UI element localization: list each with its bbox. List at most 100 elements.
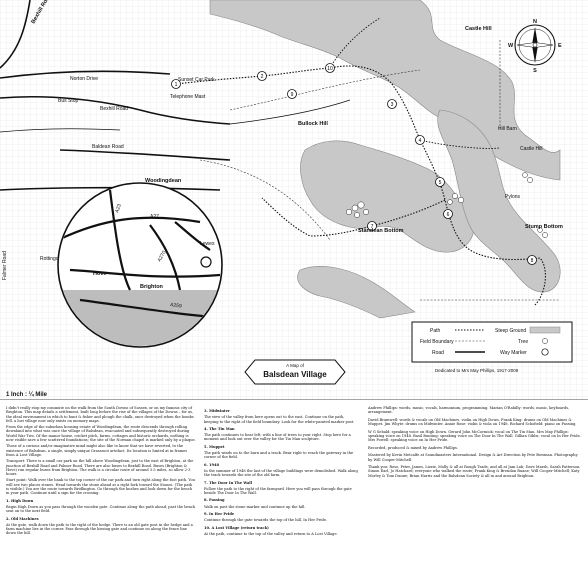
title-cartouche: A Map of Balsdean Village: [244, 359, 346, 385]
step-title: 6. 1948: [204, 462, 220, 467]
way-marker-1: 1: [171, 79, 181, 89]
step-text: The path continues to bear left, with a …: [204, 433, 351, 442]
step-title: 1. High Down: [6, 498, 34, 503]
compass-s: S: [533, 68, 537, 74]
step-text: Begin High Down as you pass through the …: [6, 504, 196, 514]
inset-label-a259: A259: [170, 302, 183, 310]
steep-ground-south: [297, 265, 416, 319]
step-text: In the summer of 1948 the last of the vi…: [204, 468, 358, 478]
compass-w: W: [508, 43, 514, 49]
place-label-rottingdean: Rottingdean: [40, 256, 67, 262]
compass-n: N: [533, 19, 537, 25]
road-label-bus-stop: Bus Stop: [58, 98, 79, 104]
credit-paragraph: W G Sebald: speaking voice on High Down.…: [368, 429, 581, 443]
credit-paragraph: Andrew Phillips: words, music, vocals, h…: [368, 406, 570, 415]
way-marker-7: 7: [367, 221, 377, 231]
step-title: 9. In Her Pride: [204, 512, 235, 517]
step-title: 7. The Door In The Wall: [204, 480, 253, 485]
intro-paragraph-4: Transport: There is a small car park on …: [6, 459, 194, 477]
place-label-bullock-hill: Bullock Hill: [298, 121, 328, 127]
place-label-standean: Standean Bottom: [358, 228, 404, 234]
way-marker-10: 10: [325, 63, 335, 73]
legend-field-label: Field Boundary: [420, 339, 454, 345]
step-title: 4. The Tin Man: [204, 426, 235, 431]
place-label-hill-barn: Hill Barn: [498, 126, 517, 132]
place-label-castle-hill-2: Castle Hill: [520, 146, 543, 152]
way-marker-4: 4: [415, 135, 425, 145]
inset-label-hove: Hove: [93, 271, 106, 277]
step-text: The view of the valley from here opens o…: [204, 415, 355, 424]
step-text: Follow the path to the right of the farm…: [204, 486, 352, 496]
step-text: At the path, continue to the top of the …: [204, 531, 338, 536]
way-marker-8: 8: [527, 255, 537, 265]
dedication: Dedicated to Mrs May Phillips, 1917-2009: [435, 368, 519, 373]
inset-label-a270: A270: [157, 250, 168, 263]
svg-text:5: 5: [439, 180, 442, 186]
way-marker-5: 5: [435, 177, 445, 187]
title-small: A Map of: [286, 363, 305, 368]
road-label-baldean: Baldean Road: [92, 144, 124, 150]
steep-ground-central: [300, 140, 475, 253]
intro-paragraph-2: From the edge of the suburban housing es…: [6, 425, 196, 443]
notes-column-2: 3. Midwinter The view of the valley from…: [204, 406, 360, 538]
inset-marker: [200, 256, 212, 268]
compass-rose: N S E W: [508, 19, 562, 74]
way-marker-2: 2: [257, 71, 267, 81]
intro-paragraph-3: Those of a curious and/or imaginative mi…: [6, 444, 188, 457]
inset-label-brighton: Brighton: [140, 284, 164, 290]
legend-tree-label: Tree: [518, 339, 528, 345]
svg-text:6: 6: [447, 212, 450, 218]
svg-text:1: 1: [175, 82, 178, 88]
step-title: 3. Midwinter: [204, 409, 230, 413]
credit-paragraph: David Bramwell: words & vocals on Old Ma…: [368, 417, 577, 427]
step-title: 2. Old Machines: [6, 516, 39, 521]
svg-text:8: 8: [531, 258, 534, 264]
legend-path-label: Path: [430, 328, 441, 334]
step-text: The path winds on to the barn and a trac…: [204, 451, 354, 460]
step-text: Continue through the gate towards the to…: [204, 518, 328, 523]
side-track: [329, 17, 501, 149]
way-markers: 1 2 3 4 5 6 7 8 9 10: [171, 63, 537, 265]
step-title: 10. A Lost Village (return track): [204, 525, 269, 530]
place-label-pylons: Pylons: [505, 194, 521, 200]
scale-text: 1 Inch : ¼ Mile: [6, 391, 48, 398]
svg-text:9: 9: [291, 92, 294, 98]
compass-e: E: [558, 43, 562, 49]
legend-road-label: Road: [432, 350, 444, 356]
road-label-norton: Norton Drive: [70, 76, 98, 82]
step-title: 5. Muppet: [204, 444, 225, 449]
step-title: 8. Passing: [204, 498, 225, 503]
map-legend: Path Field Boundary Road Steep Ground Tr…: [411, 321, 573, 363]
legend-steep-label: Steep Ground: [495, 328, 526, 334]
place-label-stump-bottom: Stump Bottom: [525, 224, 563, 230]
intro-paragraph-1: I didn't really stop my commute on the w…: [6, 406, 194, 423]
road-label-bexhill: Bexhill Road: [100, 106, 128, 112]
place-label-telephone: Telephone Mast: [170, 94, 206, 100]
tree-cluster: [345, 172, 548, 238]
place-label-car-park: Sunset Car Park: [178, 77, 215, 83]
place-label-castle-hill: Castle Hill: [465, 26, 492, 32]
credits: Andrew Phillips: words, music, vocals, h…: [368, 406, 582, 481]
inset-label-a27: A27: [150, 214, 159, 220]
walk-notes: I didn't really stop my commute on the w…: [0, 400, 588, 588]
notes-column-1: I didn't really stop my commute on the w…: [6, 406, 196, 538]
inset-label-lewes: Lewes: [200, 241, 215, 247]
way-marker-6: 6: [443, 209, 453, 219]
walking-route: [175, 65, 546, 306]
way-marker-3: 3: [387, 99, 397, 109]
field-boundaries: [199, 40, 560, 301]
inset-label-a23: A23: [114, 203, 123, 214]
road-label-falmer: Falmer Road: [2, 251, 8, 280]
svg-text:4: 4: [419, 138, 422, 144]
svg-text:7: 7: [371, 224, 374, 230]
balsdean-map: 1 2 3 4 5 6 7 8 9 10 Bexhill Road Norton…: [0, 0, 588, 400]
legend-waymarker-label: Way Marker: [500, 350, 527, 356]
step-text: Walk on past the stone marker and contin…: [204, 504, 306, 509]
step-text: At the gate, walk down the path to the r…: [6, 522, 193, 536]
steep-ground-east: [437, 109, 561, 293]
svg-text:3: 3: [391, 102, 394, 108]
credit-paragraph: Recorded, produced & mixed by Andrew Phi…: [368, 445, 458, 450]
svg-text:2: 2: [261, 74, 264, 80]
credit-paragraph: Mastered by Kevin Metcalfe at Soundmaste…: [368, 453, 578, 462]
credit-paragraph: Thank you: Rose, Peter, James, Lizzie, M…: [368, 465, 581, 478]
